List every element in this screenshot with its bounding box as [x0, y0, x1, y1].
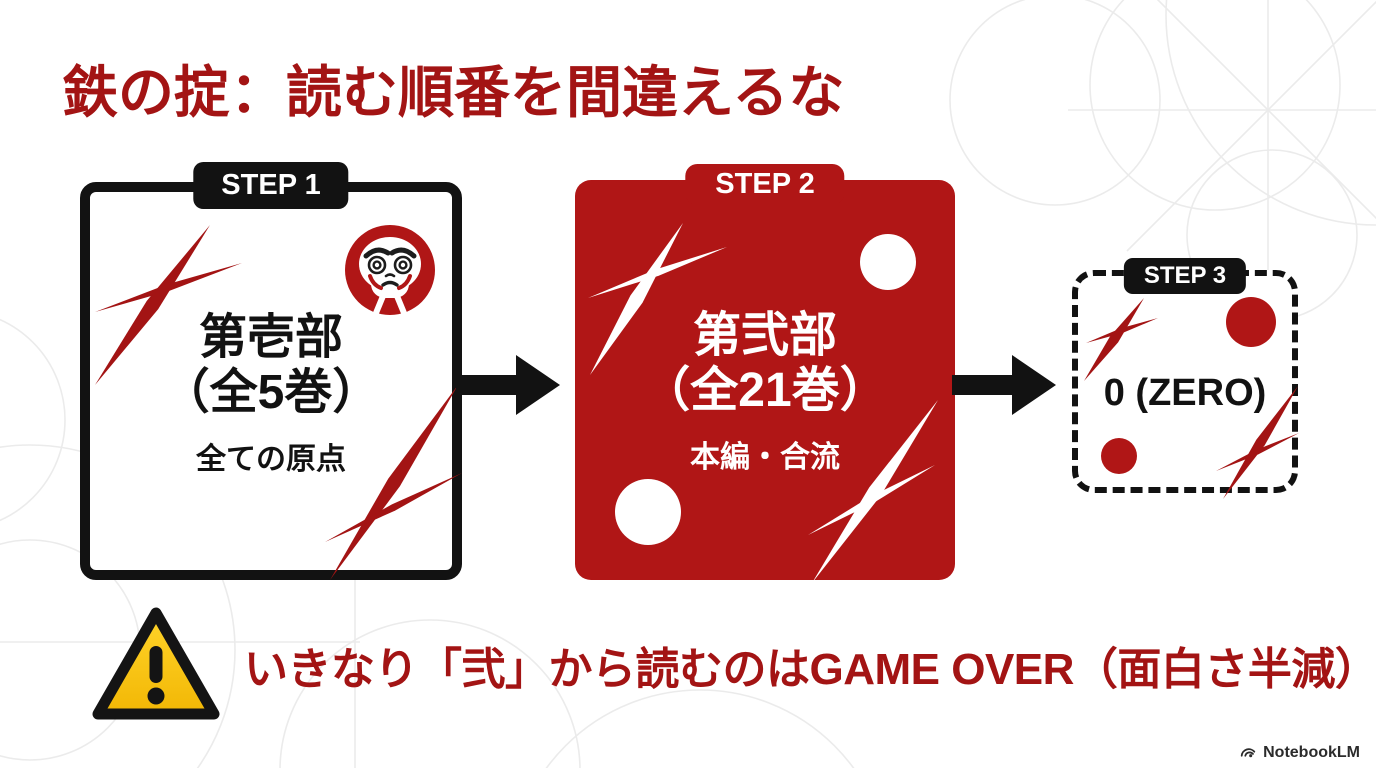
- brush-strokes-step2: [588, 223, 938, 583]
- arrow-right-icon: [456, 355, 560, 415]
- page-title: 鉄の掟：読む順番を間違えるな: [62, 61, 845, 124]
- step1-label: STEP 1: [193, 162, 349, 209]
- white-dot: [615, 479, 681, 545]
- step2-subtitle: （全21巻）: [642, 364, 888, 418]
- warning-row: いきなり「弐」から読むのはGAME OVER（面白さ半減）: [90, 604, 1376, 726]
- red-dot: [1226, 297, 1276, 347]
- step3-card: STEP 3 0 (ZERO): [1072, 258, 1299, 499]
- step1-note: 全ての原点: [196, 443, 346, 477]
- step3-title: 0 (ZERO): [1103, 372, 1267, 414]
- brush-strokes-step1: [95, 225, 462, 580]
- step3-label: STEP 3: [1123, 258, 1247, 294]
- step2-title: 第弐部: [692, 309, 837, 362]
- white-dot: [860, 234, 916, 290]
- step1-subtitle: （全5巻）: [161, 366, 381, 420]
- brand: NotebookLM: [1239, 744, 1360, 762]
- step2-label: STEP 2: [685, 164, 845, 205]
- notebooklm-logo-icon: [1240, 748, 1256, 758]
- daruma-icon: [345, 225, 435, 316]
- brush-strokes-step3: [1084, 297, 1299, 499]
- step2-note: 本編・合流: [690, 441, 840, 475]
- arrow-right-icon: [952, 355, 1056, 415]
- step1-card: STEP 1 第壱部: [80, 162, 462, 580]
- brand-name: NotebookLM: [1263, 744, 1360, 761]
- step1-title: 第壱部: [198, 311, 343, 364]
- warning-icon: [92, 607, 220, 720]
- red-dot: [1101, 438, 1137, 474]
- step2-card: STEP 2 第弐部 （全21巻） 本編・合流: [575, 164, 955, 583]
- warning-text: いきなり「弐」から読むのはGAME OVER（面白さ半減）: [244, 645, 1376, 694]
